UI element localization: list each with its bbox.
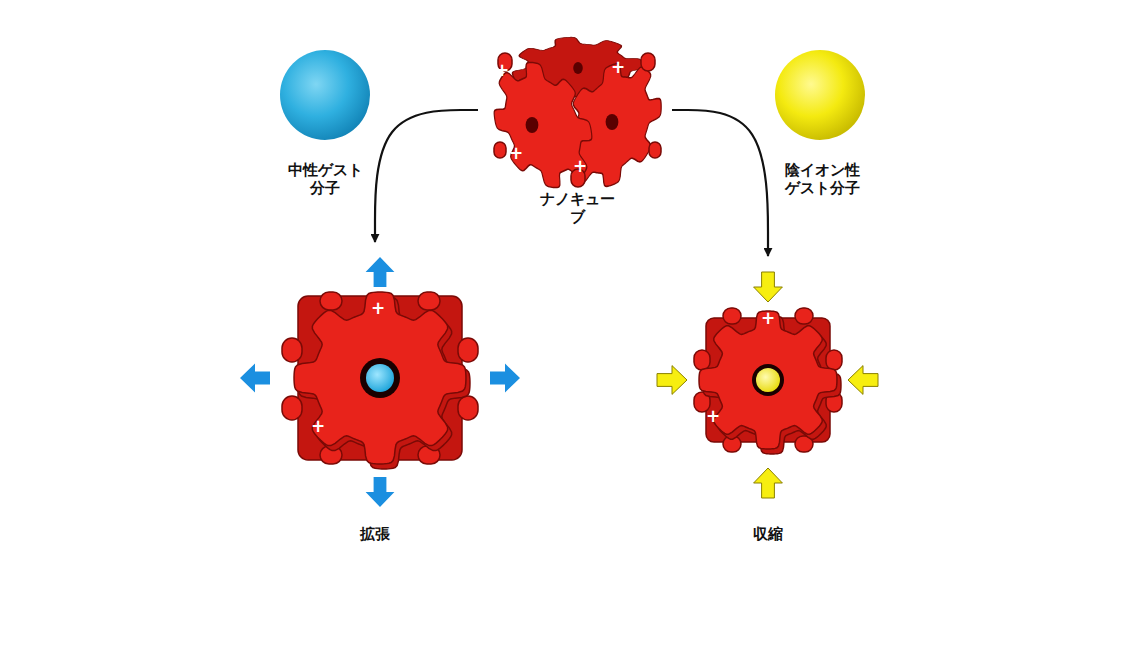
charge-sign: + bbox=[573, 158, 587, 175]
tube bbox=[826, 350, 842, 370]
block-arrow bbox=[848, 366, 878, 395]
cube-hole bbox=[606, 114, 619, 130]
tube bbox=[458, 396, 478, 420]
charge-sign: + bbox=[311, 418, 325, 435]
tube bbox=[641, 53, 655, 71]
cube-hole bbox=[526, 117, 539, 133]
charge-sign: + bbox=[611, 59, 625, 76]
tube bbox=[320, 292, 342, 310]
charge-sign: + bbox=[706, 408, 720, 425]
tube bbox=[418, 292, 440, 310]
charge-sign: + bbox=[509, 145, 523, 162]
node-label: 中性ゲスト 分子 bbox=[283, 161, 367, 199]
cube-hole bbox=[573, 62, 583, 74]
gear-face bbox=[294, 292, 466, 464]
tube bbox=[282, 338, 302, 362]
block-arrow bbox=[240, 364, 270, 393]
node-label: ナノキューブ bbox=[535, 190, 619, 228]
block-arrow bbox=[754, 468, 783, 498]
anionic-guest-sphere bbox=[775, 50, 865, 140]
guest-label-box: 中性ゲスト 分子 bbox=[265, 142, 385, 198]
gear-hole bbox=[752, 364, 784, 396]
cube-left-face bbox=[494, 48, 592, 203]
tube bbox=[494, 142, 506, 158]
nanocube-figure bbox=[485, 24, 670, 203]
tube bbox=[694, 350, 710, 370]
contracted-figure bbox=[657, 272, 878, 498]
charge-sign: + bbox=[371, 300, 385, 317]
block-arrow bbox=[366, 257, 395, 287]
tube bbox=[795, 308, 813, 324]
gear-face bbox=[699, 311, 837, 449]
state-box: 拡張 bbox=[300, 248, 450, 544]
charge-sign: + bbox=[495, 62, 509, 79]
guest-label-box: 陰イオン性 ゲスト分子 bbox=[760, 142, 885, 198]
tube bbox=[458, 338, 478, 362]
nanocube-box: ナノキューブ bbox=[486, 35, 668, 227]
block-arrow bbox=[490, 364, 520, 393]
block-arrow bbox=[657, 366, 687, 395]
guest-ball bbox=[366, 364, 394, 392]
curved-arrow bbox=[672, 110, 768, 256]
gear-hole bbox=[360, 358, 400, 398]
tube bbox=[282, 396, 302, 420]
neutral-guest-sphere bbox=[280, 50, 370, 140]
guest-ball bbox=[756, 368, 780, 392]
block-arrow bbox=[366, 477, 395, 507]
expanded-figure bbox=[240, 257, 520, 507]
node-label: 拡張 bbox=[360, 525, 390, 544]
curved-arrow bbox=[375, 110, 478, 242]
block-arrow bbox=[754, 272, 783, 302]
node-label: 陰イオン性 ゲスト分子 bbox=[781, 161, 865, 199]
charge-sign: + bbox=[761, 310, 775, 327]
state-box: 収縮 bbox=[700, 262, 836, 544]
node-label: 収縮 bbox=[753, 525, 783, 544]
tube bbox=[649, 142, 661, 158]
tube bbox=[723, 308, 741, 324]
